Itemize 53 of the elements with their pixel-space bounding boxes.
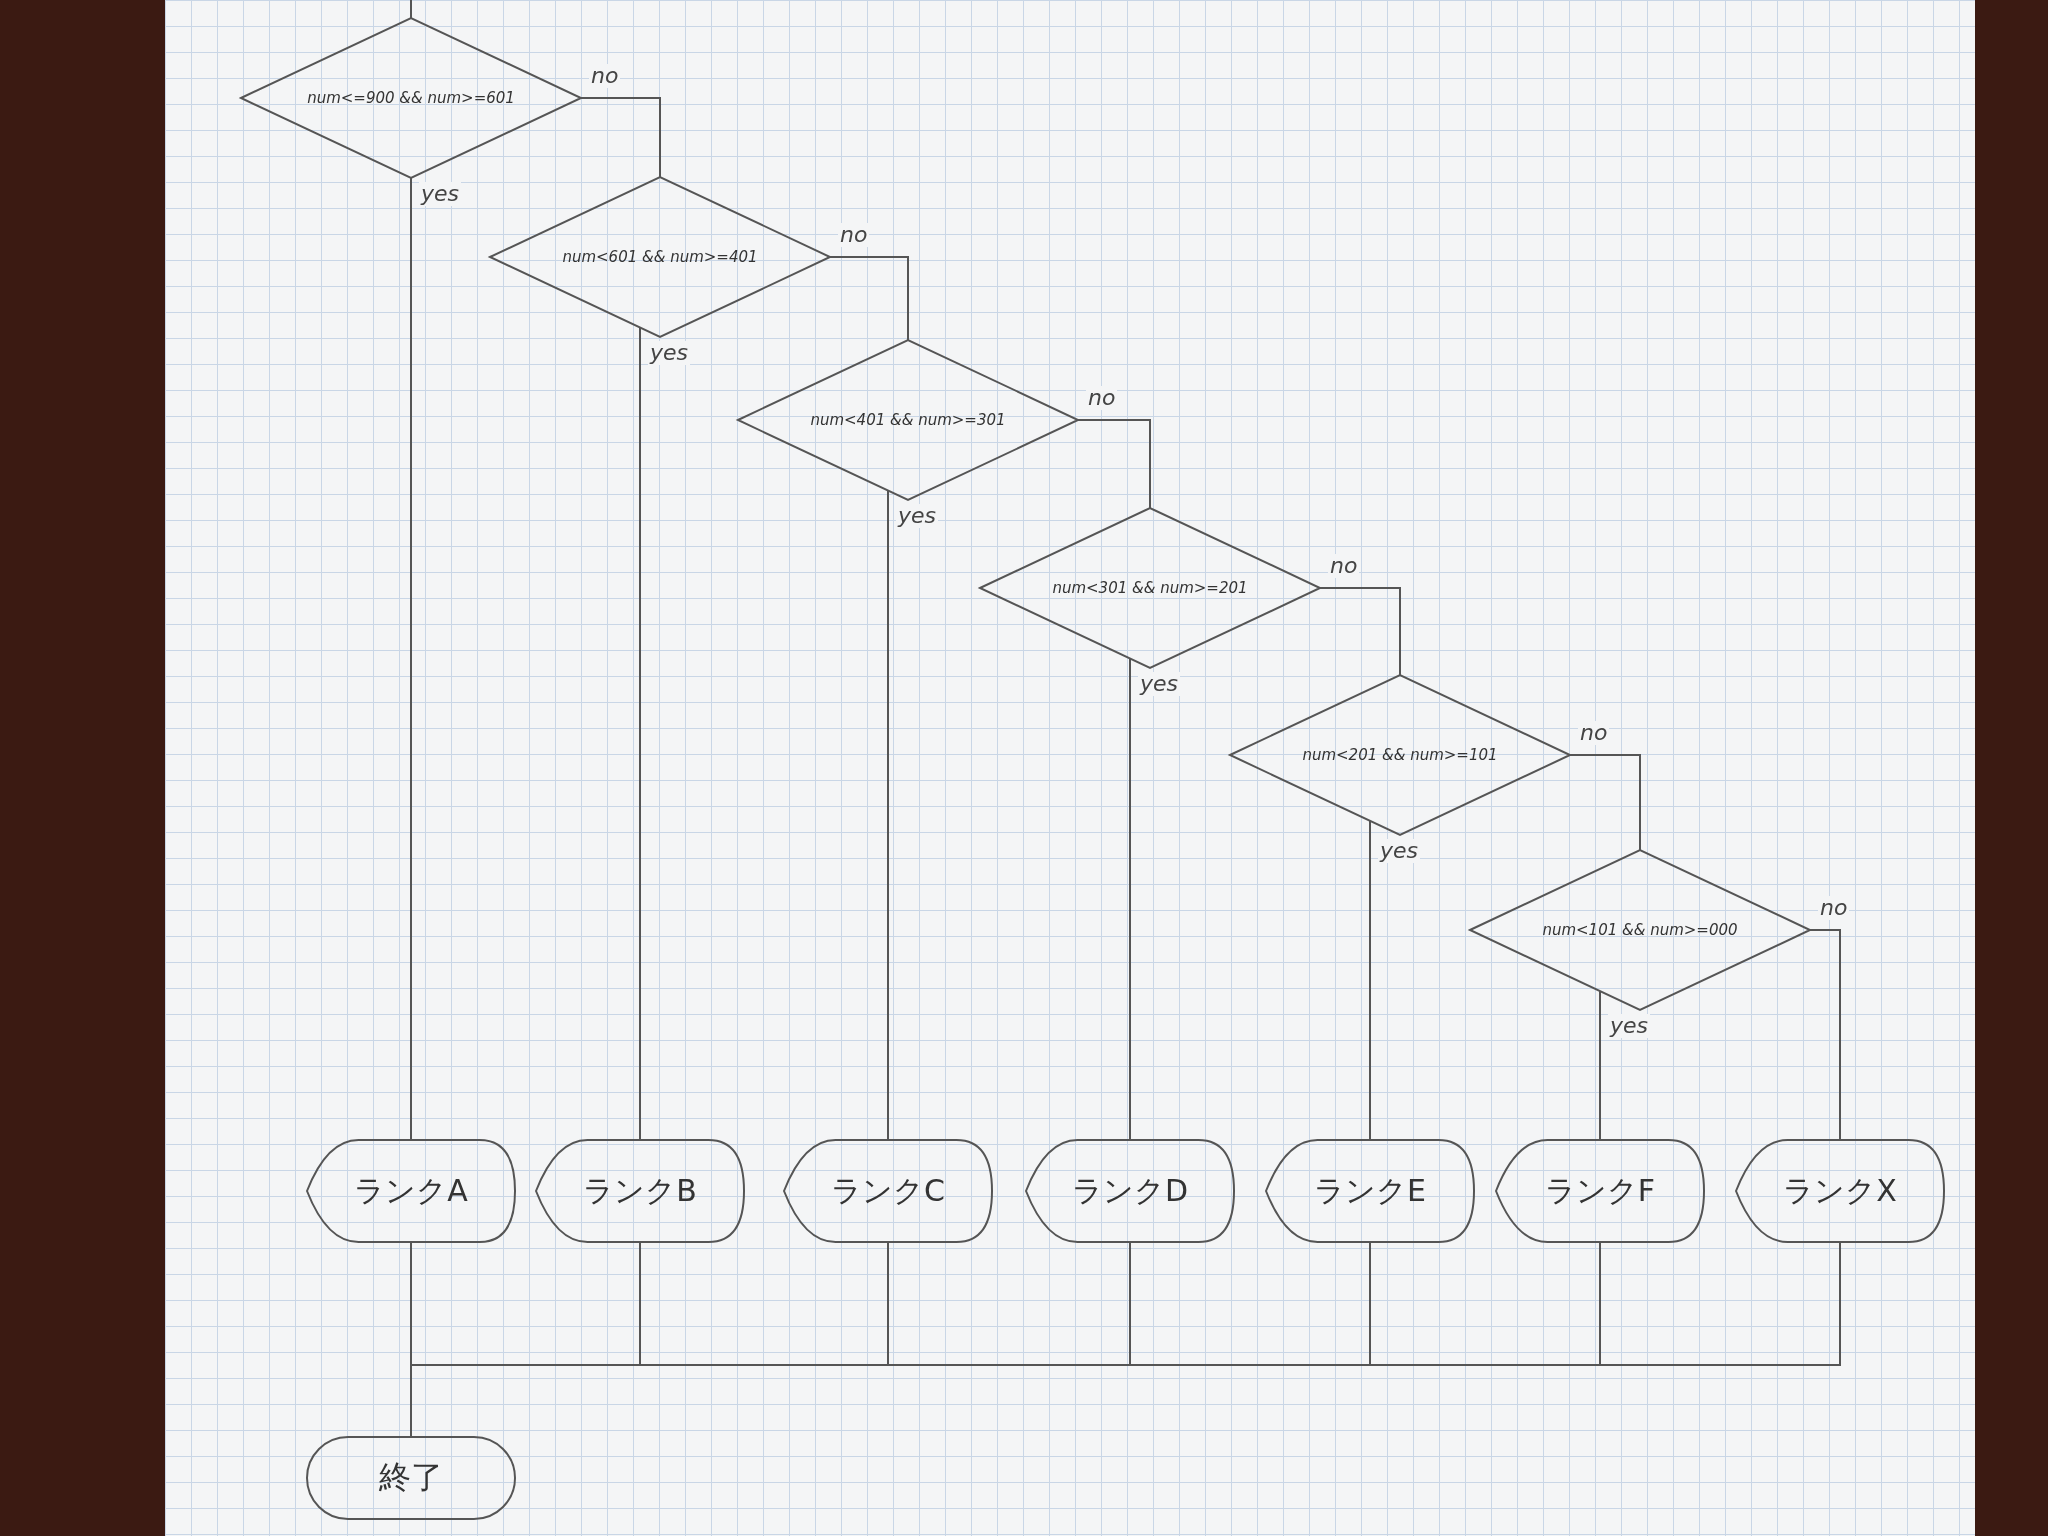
terminal-shape (306, 1436, 516, 1520)
connector-line (829, 256, 909, 341)
node-label: ランクB (583, 1171, 697, 1210)
display-shape (306, 1139, 516, 1243)
decision-diamond (241, 18, 581, 178)
node-label: ランクE (1314, 1171, 1426, 1210)
display-shape (783, 1139, 993, 1243)
connector-line (639, 326, 641, 1140)
connector-line (410, 177, 412, 1140)
edge-label: no (1818, 896, 1850, 921)
display-shape (1025, 1139, 1235, 1243)
edge-label: yes (1378, 839, 1421, 864)
condition-text: num<=900 && num>=601 (307, 89, 515, 107)
connector-line (580, 97, 661, 178)
node-label: ランクX (1783, 1171, 1897, 1210)
decision-diamond (1230, 675, 1570, 835)
connector-line (1599, 990, 1601, 1140)
edge-label: yes (1608, 1014, 1651, 1039)
edge-label: yes (1138, 672, 1181, 697)
node-label: ランクF (1544, 1171, 1656, 1210)
connector-line (1129, 657, 1131, 1140)
connector-line (1569, 754, 1641, 851)
connector-line (887, 489, 889, 1140)
node-label: ランクA (354, 1171, 468, 1210)
decision-diamond (738, 340, 1078, 500)
edge-label: no (1578, 721, 1610, 746)
decision-diamond (490, 177, 830, 337)
edge-label: yes (419, 182, 462, 207)
condition-text: num<301 && num>=201 (1052, 579, 1248, 597)
edge-label: yes (896, 504, 939, 529)
condition-text: num<201 && num>=101 (1302, 746, 1498, 764)
display-shape (535, 1139, 745, 1243)
decision-diamond (1470, 850, 1810, 1010)
node-label: 終了 (379, 1457, 443, 1498)
display-shape (1495, 1139, 1705, 1243)
condition-text: num<101 && num>=000 (1542, 921, 1738, 939)
connector-line (410, 0, 412, 19)
condition-text: num<401 && num>=301 (810, 411, 1006, 429)
edge-label: no (1328, 554, 1360, 579)
node-label: ランクD (1071, 1171, 1189, 1210)
display-shape (1735, 1139, 1945, 1243)
display-shape (1265, 1139, 1475, 1243)
edge-label: yes (648, 341, 691, 366)
node-label: ランクC (831, 1171, 945, 1210)
decision-diamond (980, 508, 1320, 668)
connector-line (1077, 419, 1151, 509)
edge-label: no (589, 64, 621, 89)
connector-line (1319, 587, 1401, 676)
connector-line (1369, 819, 1371, 1140)
condition-text: num<601 && num>=401 (562, 248, 758, 266)
edge-label: no (1086, 386, 1118, 411)
edge-label: no (838, 223, 870, 248)
connector-line (1809, 929, 1841, 1140)
